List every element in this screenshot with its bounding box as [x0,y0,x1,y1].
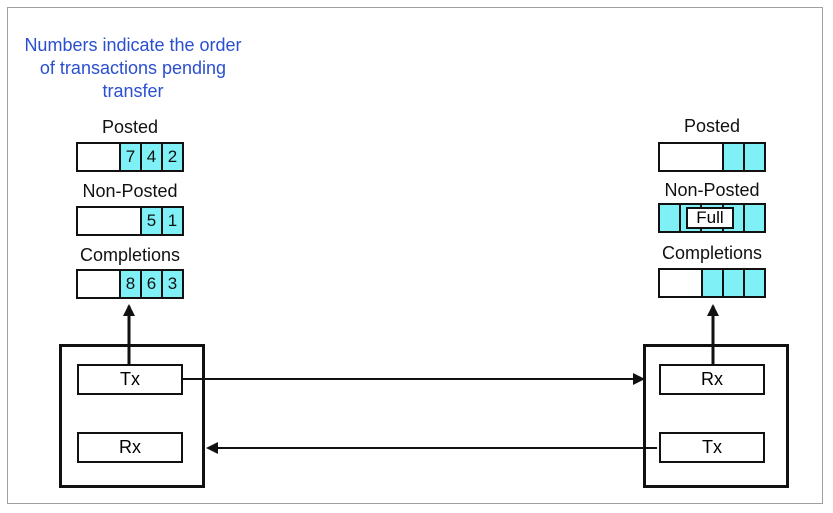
queue-empty-space [78,144,119,170]
right-tx-port: Tx [659,432,765,463]
legend-note: Numbers indicate the order of transactio… [24,35,242,101]
right-completions-label: Completions [661,243,763,263]
right-device [643,344,789,488]
queue-slot [743,270,764,296]
queue-slot [743,144,764,170]
queue-slot: 4 [140,144,161,170]
queue-slot: 6 [140,271,161,297]
right-posted-label: Posted [683,116,741,136]
queue-full-badge: Full [686,207,734,229]
right-rx-port: Rx [659,364,765,395]
queue-slot [679,205,700,231]
queue-empty-space [660,144,722,170]
queue-empty-space [78,208,140,234]
right-completions-queue [658,268,766,298]
queue-slot: 5 [140,208,161,234]
queue-slot [722,270,743,296]
queue-slot [660,205,679,231]
queue-slot [722,144,743,170]
left-tx-port: Tx [77,364,183,395]
diagram-frame [7,7,823,504]
queue-slot: 3 [161,271,182,297]
left-rx-port: Rx [77,432,183,463]
queue-slot: 8 [119,271,140,297]
queue-slot [742,205,764,231]
right-nonposted-label: Non-Posted [664,180,760,200]
queue-empty-space [78,271,119,297]
left-completions-label: Completions [79,245,181,265]
queue-slot [701,270,722,296]
right-posted-queue [658,142,766,172]
left-nonposted-label: Non-Posted [82,181,178,201]
left-posted-label: Posted [101,117,159,137]
queue-slot: 7 [119,144,140,170]
queue-empty-space [660,270,701,296]
left-device [59,344,205,488]
queue-slot: 2 [161,144,182,170]
queue-slot: 1 [161,208,182,234]
